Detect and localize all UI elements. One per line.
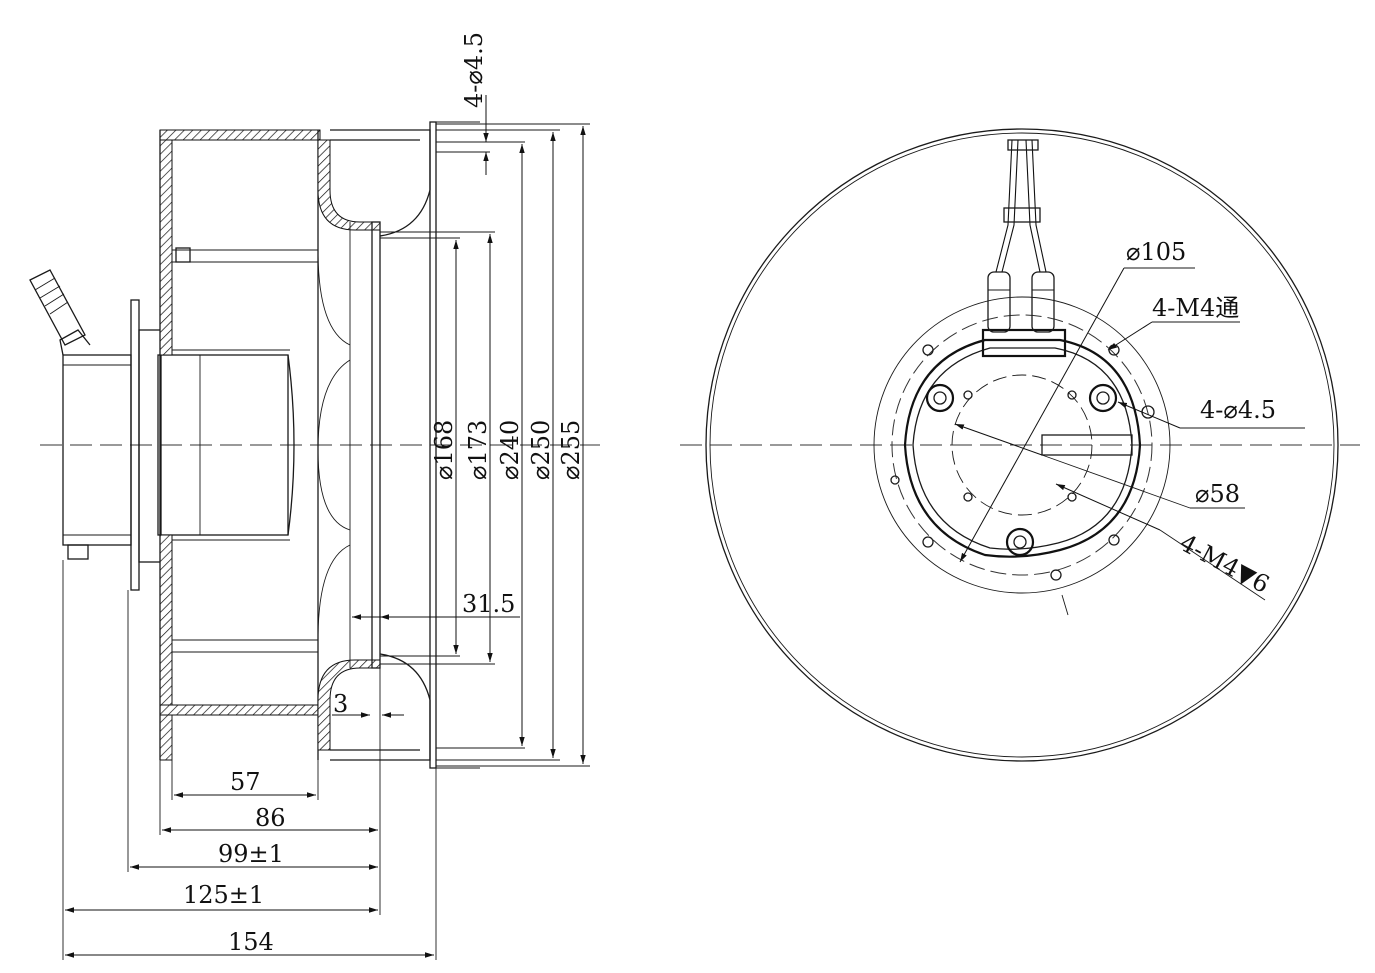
dim-154: 154	[228, 928, 274, 956]
dim-hole-right: 4-⌀4.5	[1200, 396, 1276, 424]
dim-d58: ⌀58	[1195, 480, 1240, 508]
dim-d168: ⌀168	[430, 420, 458, 480]
dim-d240: ⌀240	[496, 420, 524, 480]
dim-m4-through: 4-M4通	[1152, 294, 1239, 322]
dim-31-5: 31.5	[462, 590, 515, 618]
outer-circle	[705, 128, 1339, 762]
dim-3: 3	[333, 690, 348, 718]
motor-body	[29, 269, 295, 591]
side-horizontal-inner-dims: 31.5 3	[332, 590, 520, 718]
impeller-side	[159, 121, 560, 769]
side-bottom-dims: 57 86 99±1 125±1 154	[62, 560, 437, 960]
ring-holes	[890, 344, 1155, 581]
side-vertical-dims: ⌀168 ⌀173 ⌀240 ⌀250 ⌀255 4-⌀4.5	[380, 32, 590, 767]
screw-heads	[925, 383, 1118, 557]
dim-125: 125±1	[183, 881, 264, 909]
dim-d105: ⌀105	[1126, 238, 1186, 266]
dim-m4-depth: 4-M4▼6	[1175, 529, 1274, 599]
side-view: ⌀168 ⌀173 ⌀240 ⌀250 ⌀255 4-⌀4.5 31.5 3	[29, 32, 600, 960]
dim-hole-top: 4-⌀4.5	[460, 32, 488, 108]
motor-flange	[903, 338, 1142, 558]
dim-d250: ⌀250	[527, 420, 555, 480]
dim-86: 86	[255, 804, 286, 832]
dim-d255: ⌀255	[557, 420, 585, 480]
dim-57: 57	[230, 768, 261, 796]
cable-connector	[981, 139, 1067, 358]
mounting-ring	[873, 296, 1171, 594]
shaft-slot	[1041, 434, 1133, 456]
dim-d173: ⌀173	[464, 420, 492, 480]
front-view: ⌀105 4-M4通 4-⌀4.5 ⌀58 4-M4▼6	[680, 128, 1360, 762]
dim-99: 99±1	[218, 840, 284, 868]
